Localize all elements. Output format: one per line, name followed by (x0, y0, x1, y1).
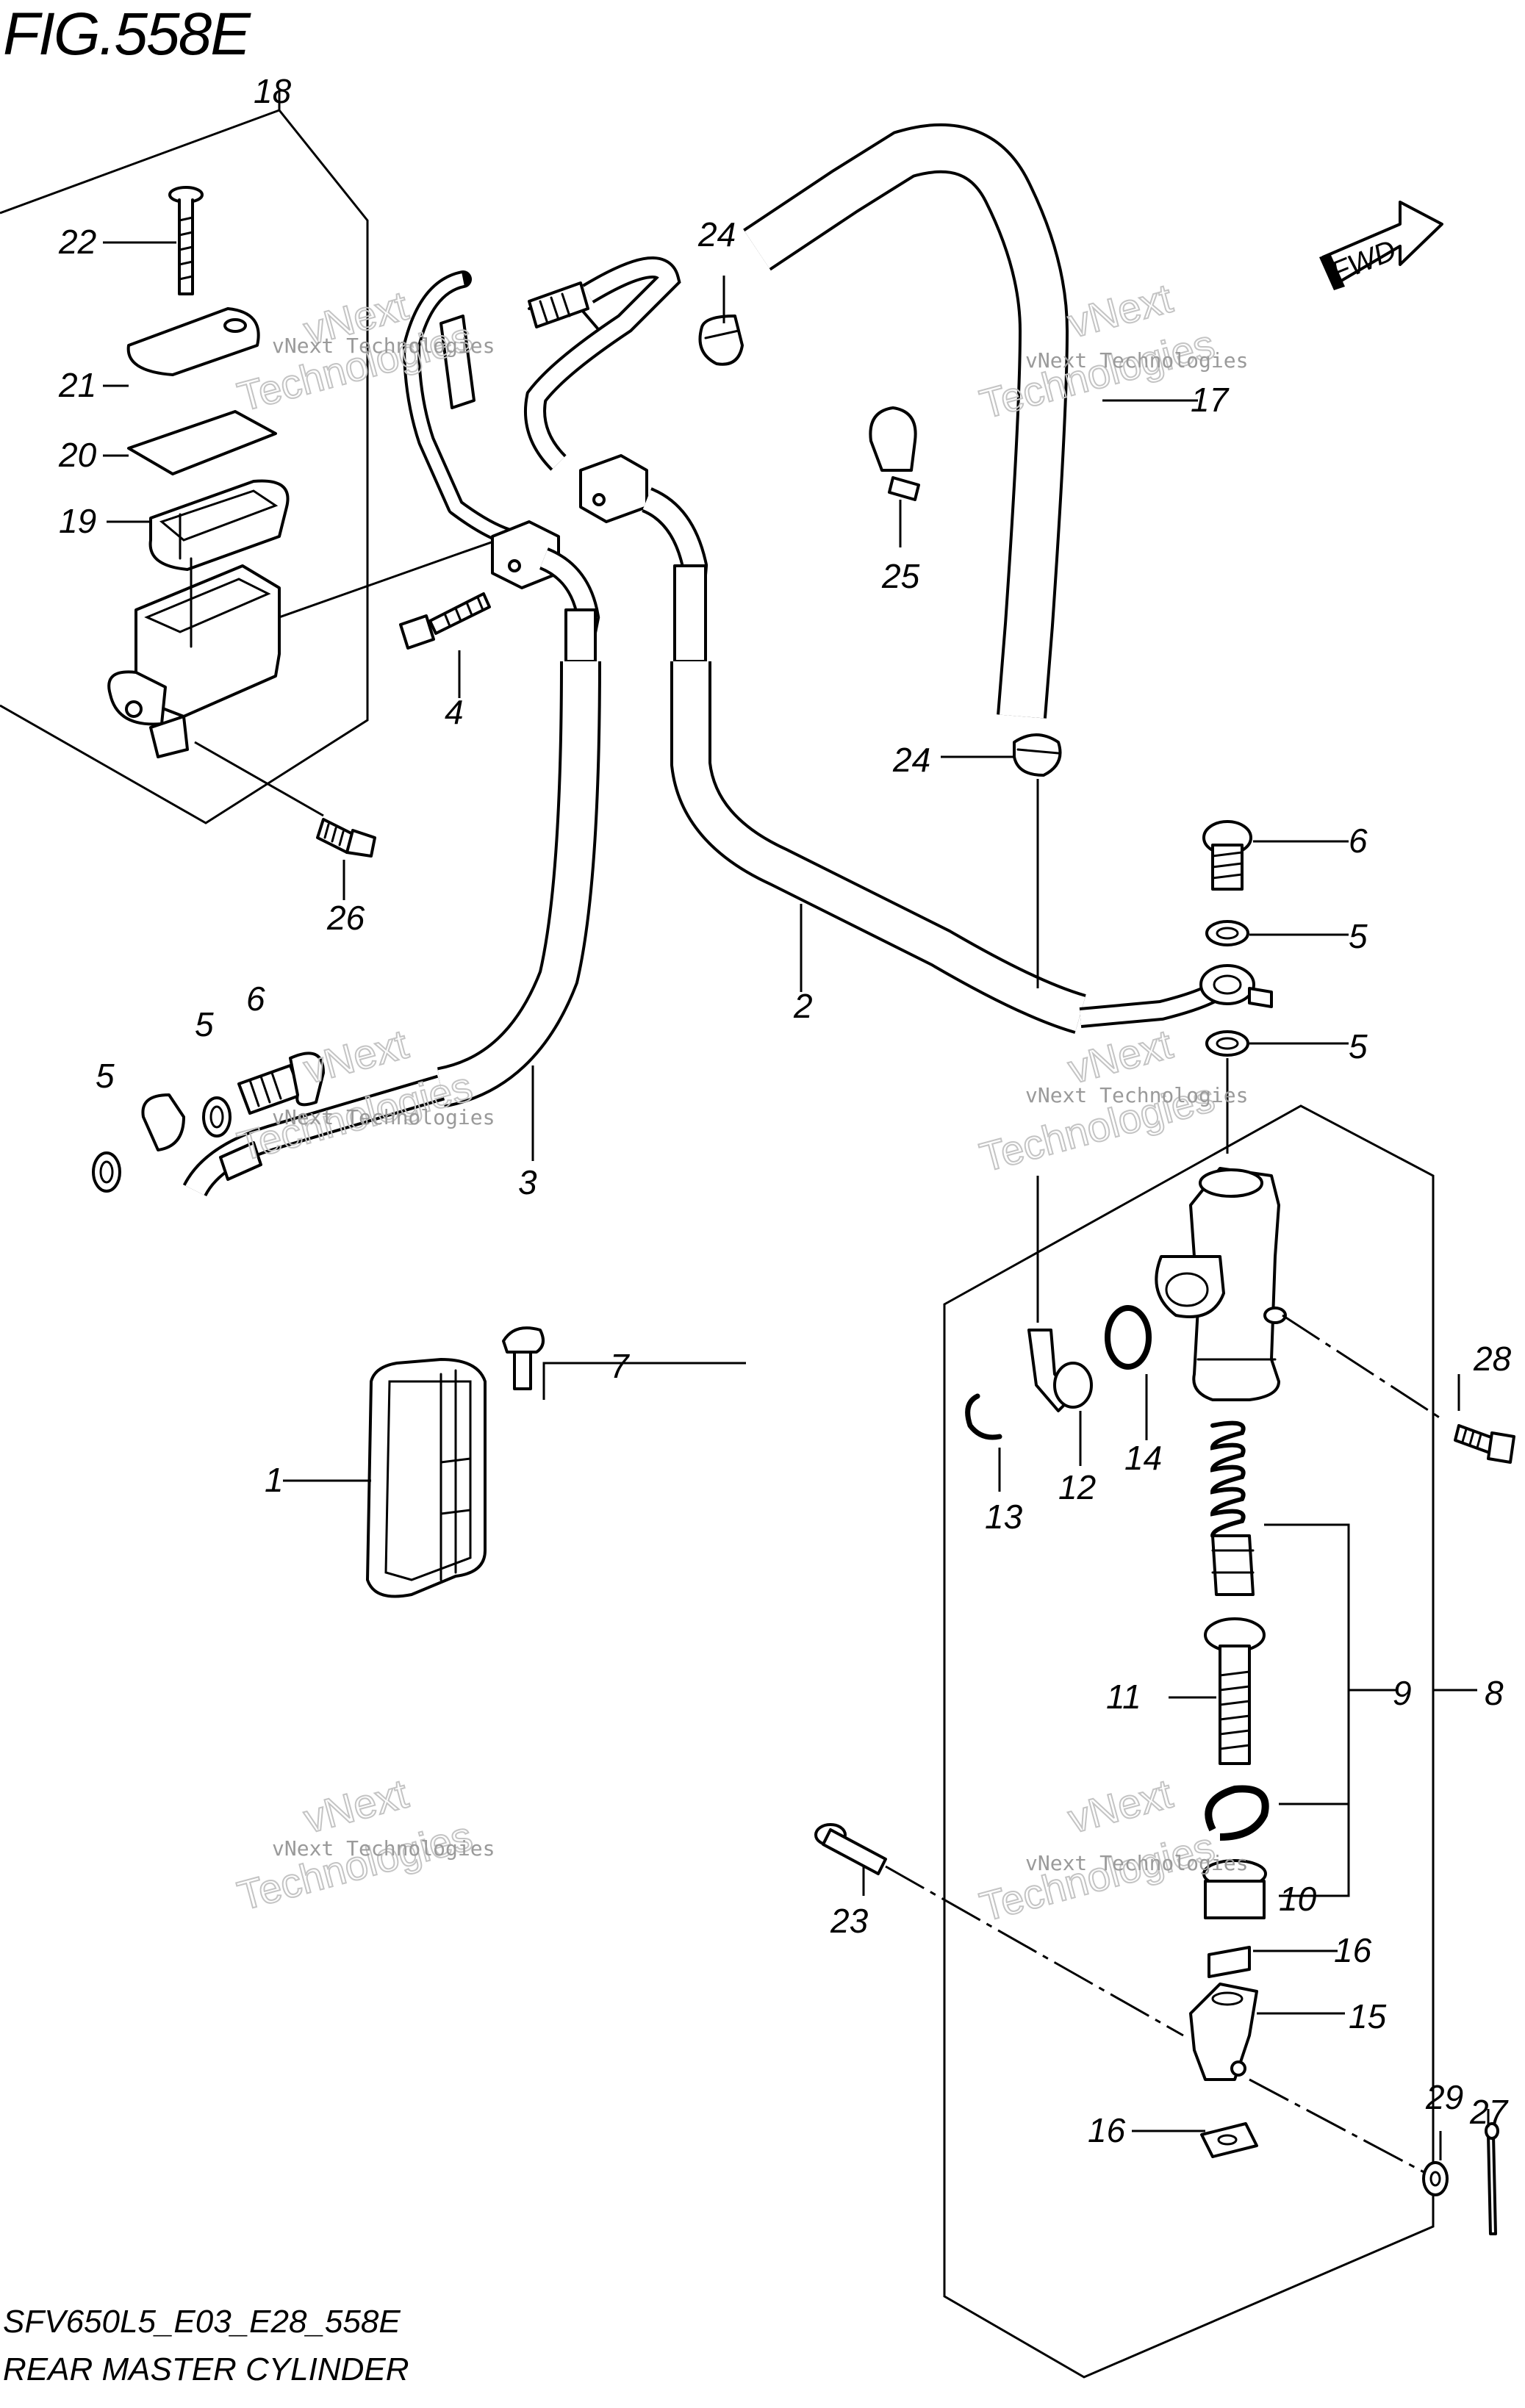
callout-3: 3 (518, 1163, 537, 1201)
callout-9: 9 (1393, 1674, 1412, 1712)
watermark-small-text: vNext (1063, 1770, 1177, 1842)
callout-25: 25 (881, 557, 920, 595)
hose17-clamp-24-bottom-icon (1013, 733, 1062, 777)
callout-6a: 6 (246, 980, 265, 1018)
washer-5-lower-right-icon (1205, 1030, 1249, 1057)
callout-27: 27 (1469, 2093, 1509, 2131)
callout-6b: 6 (1349, 822, 1368, 860)
washer-5-mid-icon (202, 1096, 232, 1137)
watermark-line-text: vNext Technologies (1025, 1083, 1248, 1107)
washer-5-upper-right-icon (1205, 920, 1249, 946)
callout-5d: 5 (1349, 1027, 1368, 1065)
figure-code: SFV650L5_E03_E28_558E (3, 2304, 401, 2340)
callout-5a: 5 (96, 1057, 115, 1095)
hose3-end-fitting-icon (141, 1093, 262, 1181)
watermark-5: Technologies vNext vNext Technologies (232, 1769, 495, 1920)
cotter-pin-27-icon (1485, 2122, 1499, 2235)
screw-22-icon (168, 186, 204, 295)
master-cylinder-group-box (943, 1104, 1435, 2379)
hose-fitting-icon (439, 315, 476, 409)
watermark-line-text: vNext Technologies (1025, 1851, 1248, 1875)
hose2-top-fitting-icon (528, 281, 589, 328)
callout-26: 26 (326, 899, 365, 937)
callout-28: 28 (1473, 1340, 1512, 1378)
callout-29: 29 (1425, 2078, 1463, 2116)
hose17-clamp-24-top-icon (698, 315, 744, 366)
figure-name: REAR MASTER CYLINDER (3, 2351, 409, 2387)
reservoir-body-icon (107, 513, 281, 758)
push-rod-11-icon (1204, 1617, 1266, 1765)
callout-16a: 16 (1334, 1931, 1372, 1969)
banjo-fitting-right-icon (1199, 964, 1273, 1008)
callout-21: 21 (58, 366, 96, 404)
callout-23: 23 (830, 1902, 869, 1940)
callout-18: 18 (254, 72, 292, 110)
pin-23-icon (814, 1823, 887, 1875)
bolt-26-icon (316, 818, 376, 858)
callout-2: 2 (793, 987, 813, 1025)
callout-12: 12 (1058, 1468, 1096, 1506)
watermark-line-text: vNext Technologies (272, 1836, 495, 1861)
watermark-big-text: Technologies (975, 1823, 1219, 1930)
screw-7-icon (502, 1326, 545, 1390)
nut-16-upper-icon (1208, 1946, 1251, 1978)
callout-20: 20 (58, 436, 97, 474)
connector-12-icon (1027, 1329, 1093, 1412)
watermark-small-text: vNext (1063, 1021, 1177, 1093)
hose2-fitting-icon (673, 564, 707, 663)
callout-5c: 5 (1349, 917, 1368, 955)
callout-24a: 24 (697, 215, 736, 254)
banjo-bolt-6-left-icon (237, 1052, 325, 1115)
circlip-right-icon (1205, 1785, 1269, 1841)
bolt-28-icon (1454, 1424, 1515, 1464)
banjo-bolt-6-right-icon (1202, 820, 1252, 891)
callout-19: 19 (59, 502, 96, 540)
callout-15: 15 (1349, 1997, 1387, 2035)
hose3-fitting-icon (564, 608, 597, 663)
watermark-line-text: vNext Technologies (272, 334, 495, 358)
plate-20-icon (127, 410, 277, 475)
clevis-15-icon (1189, 1983, 1258, 2081)
figure-title: FIG.558E (3, 1, 251, 68)
diaphragm-19-icon (148, 479, 290, 571)
boot-10-icon (1202, 1859, 1267, 1919)
watermark-line-text: vNext Technologies (1025, 348, 1248, 373)
o-ring-14-icon (1105, 1305, 1152, 1370)
callout-24b: 24 (892, 741, 930, 779)
callout-11: 11 (1106, 1678, 1141, 1716)
washer-5-left-icon (92, 1151, 121, 1193)
callout-17: 17 (1191, 381, 1230, 419)
piston-spring-9-icon (1210, 1420, 1255, 1596)
callout-14: 14 (1124, 1439, 1162, 1477)
callout-22: 22 (58, 223, 96, 261)
callout-16b: 16 (1088, 2111, 1126, 2149)
reservoir-group-box (0, 109, 369, 824)
callout-10: 10 (1279, 1880, 1317, 1918)
callout-5b: 5 (195, 1005, 214, 1043)
nut-16-lower-icon (1200, 2122, 1258, 2158)
clamp-25-icon (869, 406, 920, 501)
fwd-arrow-icon: FWD (1319, 201, 1443, 290)
hose2-clamp-block-icon (579, 454, 648, 523)
callout-13: 13 (985, 1498, 1023, 1536)
cap-hole-icon (223, 318, 247, 333)
washer-29-icon (1422, 2161, 1449, 2196)
circlip-13-icon (965, 1393, 1002, 1440)
master-cylinder-body-icon (1155, 1167, 1287, 1401)
cover-1-icon (366, 1358, 487, 1598)
callout-7: 7 (610, 1347, 630, 1385)
watermark-line-text: vNext Technologies (272, 1105, 495, 1129)
bolt-4-icon (399, 592, 491, 650)
callout-4: 4 (445, 693, 464, 731)
callout-8: 8 (1485, 1674, 1504, 1712)
callout-1: 1 (265, 1461, 284, 1499)
